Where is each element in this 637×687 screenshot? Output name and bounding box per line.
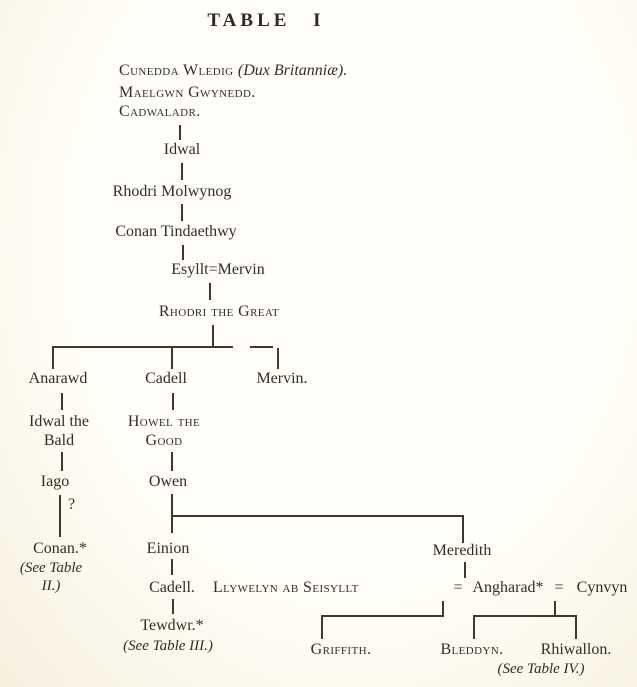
sibling-bar-owen-children [171,515,464,517]
connector-idwalbald-iago [61,452,63,471]
connector-bar-cadell [171,348,173,369]
person-owen: Owen [148,473,188,490]
couple-esyllt-mervin: Esyllt=Mervin [171,261,265,278]
person-maelgwn-gwynedd: Maelgwn Gwynedd. [119,84,256,101]
marriage-sign-angharad-cynvyn: = [554,579,564,596]
see-table-iii-reference: (See Table III.) [123,638,213,654]
person-anarawd: Anarawd [28,370,88,387]
person-cadell-second: Cadell. [149,579,195,596]
connector-marriage2-drop [554,601,556,616]
person-cadell: Cadell [145,370,187,387]
connector-esyllt-rhodrigreat [209,283,211,300]
person-idwal: Idwal [163,141,201,158]
page-title: TABLE I [207,10,325,31]
person-name-line1: Idwal the [29,413,89,430]
connector-marriage1-drop [442,601,444,617]
person-cunedda-wledig: Cunedda Wledig (Dux Britanniæ). [119,62,347,80]
person-name-line1: Howel the [127,413,201,430]
see-table-iv-reference: (See Table IV.) [497,661,585,677]
connector-bar-anarawd [52,348,54,369]
connector-cadell2-tewdwr [172,599,174,614]
connector-bar-bleddyn [473,617,475,639]
uncertainty-mark: ? [68,496,76,513]
person-einion: Einion [146,540,190,557]
person-rhiwallon: Rhiwallon. [540,641,612,658]
person-name-line2: Good [145,432,183,449]
person-rhodri-molwynog: Rhodri Molwynog [112,183,232,200]
connector-cadell-howel [172,393,174,410]
connector-bar-einion [171,517,173,533]
person-conan-tindaethwy: Conan Tindaethwy [115,223,237,240]
person-cynvyn: Cynvyn [576,579,628,596]
person-rhodri-the-great: Rhodri the Great [158,303,280,320]
see-table-ii-reference-line1: (See Table [19,560,83,576]
connector-bar-meredith [462,517,464,543]
connector-rhodri-conan [181,204,183,221]
connector-owen-bar [171,494,173,517]
connector-iago-conan [59,495,61,537]
person-mervin: Mervin. [256,370,308,387]
person-bleddyn: Bleddyn. [440,641,504,658]
connector-bar-rhiwallon [575,617,577,639]
offspring-bar-marriage1 [321,615,444,617]
connector-rhodrigreat-bar [212,325,214,347]
person-conan: Conan.* [33,540,87,557]
connector-bar-mervin [277,348,279,369]
connector-bar-griffith [321,617,323,639]
person-iago: Iago [40,473,70,490]
marriage-sign-llywelyn-angharad: = [453,579,463,596]
person-name: Cunedda Wledig [119,62,238,79]
connector-idwal-rhodri [181,163,183,180]
connector-einion-cadell2 [171,559,173,575]
dashed-link-mervin [250,346,273,348]
connector-conan-esyllt [182,245,184,260]
person-meredith: Meredith [432,542,492,559]
sibling-bar-rhodri-children [52,346,233,348]
connector-howel-owen [171,452,173,471]
latin-title-note: (Dux Britanniæ). [237,62,348,79]
connector-meredith-angharad [464,562,466,578]
person-llywelyn-ab-seisyllt: Llywelyn ab Seisyllt [213,579,359,596]
offspring-bar-marriage2 [473,615,577,617]
person-angharad: Angharad* [472,579,544,596]
connector-anarawd-idwalbald [61,393,63,410]
connector-cadwaladr-idwal [179,125,181,140]
see-table-ii-reference-line2: II.) [41,578,61,594]
person-cadwaladr: Cadwaladr. [119,103,201,120]
person-name-line2: Bald [43,432,75,449]
person-tewdwr: Tewdwr.* [140,617,204,634]
person-griffith: Griffith. [310,641,372,658]
